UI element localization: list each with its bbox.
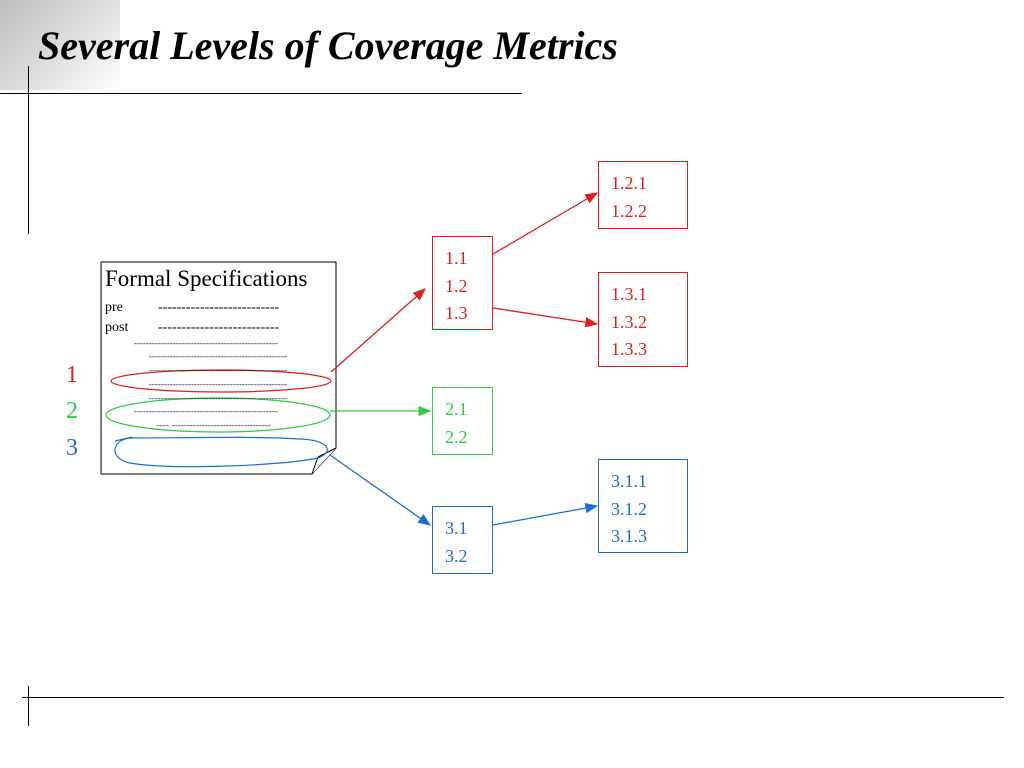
node-item: 3.1.1 <box>611 471 647 491</box>
arrow-doc-to-n1 <box>330 288 426 373</box>
node-item: 1.3.1 <box>611 284 647 304</box>
node-1-2: 1.2.1 1.2.2 <box>598 161 688 229</box>
level-1-label: 1 <box>66 362 78 388</box>
node-item: 1.2.2 <box>611 200 647 221</box>
filler-line: ----------------------------------------… <box>133 340 279 349</box>
document-fold <box>311 447 337 475</box>
filler-line: ----------------------------------------… <box>148 367 288 376</box>
node-2: 2.1 2.2 <box>432 387 493 455</box>
level-1-ellipse <box>110 369 332 393</box>
post-label: post <box>105 320 129 335</box>
left-vertical-rule-top <box>28 66 29 234</box>
arrow-n1-to-n13 <box>492 307 599 328</box>
corner-gradient <box>0 0 120 90</box>
node-item: 3.1.2 <box>611 498 647 519</box>
arrow-n3-to-n31 <box>492 502 599 526</box>
node-1-3: 1.3.1 1.3.2 1.3.3 <box>598 272 688 367</box>
node-3: 3.1 3.2 <box>432 506 493 574</box>
slide-title: Several Levels of Coverage Metrics <box>38 23 618 68</box>
node-item: 3.2 <box>445 545 468 566</box>
title-rule <box>0 93 522 94</box>
node-item: 2.2 <box>445 426 468 447</box>
node-item: 1.2 <box>445 275 468 296</box>
node-item: 1.3 <box>445 303 468 323</box>
pre-dashes: -------------------------- <box>158 300 280 315</box>
node-item: 1.2.1 <box>611 173 647 193</box>
level-2-label: 2 <box>66 398 78 424</box>
node-1: 1.1 1.2 1.3 <box>432 236 493 330</box>
document-title: Formal Specifications <box>105 266 308 291</box>
node-item: 1.1 <box>445 248 468 268</box>
node-3-1: 3.1.1 3.1.2 3.1.3 <box>598 459 688 553</box>
filler-line: ----------------------------------------… <box>148 353 288 362</box>
node-item: 1.3.3 <box>611 339 647 359</box>
level-3-ellipse <box>114 436 328 468</box>
arrow-doc-to-n3 <box>329 454 432 526</box>
node-item: 3.1 <box>445 518 468 538</box>
post-dashes: -------------------------- <box>158 320 280 335</box>
filler-line: ----------------------------------------… <box>148 395 288 404</box>
filler-line: ----------------------------------------… <box>148 381 288 390</box>
level-3-label: 3 <box>66 435 78 461</box>
node-item: 3.1.3 <box>611 526 647 546</box>
filler-line: ----------------------------------------… <box>133 408 279 417</box>
footer-rule <box>22 697 1004 698</box>
arrow-n1-to-n12 <box>492 192 599 255</box>
level-2-ellipse <box>105 397 331 433</box>
node-item: 1.3.2 <box>611 311 647 332</box>
left-vertical-rule-bottom <box>28 686 29 726</box>
pre-label: pre <box>105 300 123 315</box>
node-item: 2.1 <box>445 399 468 419</box>
filler-line: ---- --------------------------------- <box>156 422 272 431</box>
